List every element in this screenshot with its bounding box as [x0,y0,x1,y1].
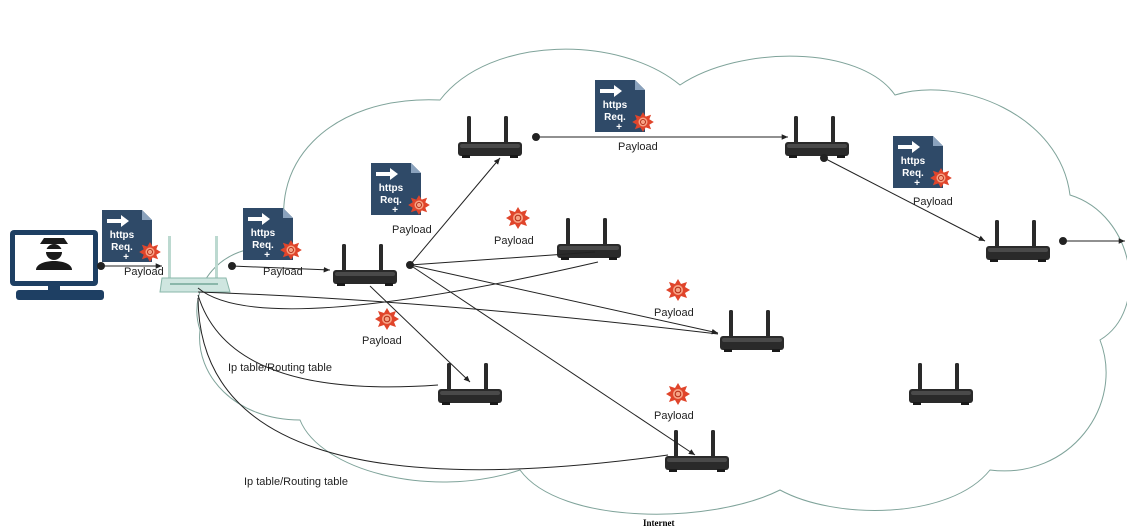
gateway-modem-icon [159,236,231,293]
router-d-icon [785,116,849,158]
attacker-computer-icon [10,230,104,300]
router-i-icon [909,363,973,405]
https-request-document-icon: https Req. + [371,163,431,216]
payload-label: Payload [392,224,432,236]
svg-text:Req.: Req. [604,112,626,123]
svg-text:https: https [110,230,135,241]
https-request-document-icon: https Req. + [243,208,303,261]
payload-label: Payload [494,235,534,247]
router-g-icon [438,363,502,405]
payload-burst-icon [505,206,531,230]
svg-text:https: https [901,156,926,167]
svg-text:+: + [264,250,270,261]
router-a-icon [333,244,397,286]
svg-text:+: + [616,122,622,133]
svg-text:+: + [392,205,398,216]
svg-text:Req.: Req. [111,242,133,253]
router-e-icon [986,220,1050,262]
https-request-document-icon: https Req. + [893,136,953,189]
payload-label: Payload [618,141,658,153]
payload-burst-icon [374,307,400,331]
svg-text:https: https [603,100,628,111]
svg-text:Req.: Req. [252,240,274,251]
https-request-document-icon: https Req. + [102,210,162,263]
internet-cloud [196,48,1127,515]
payload-burst-icon [665,382,691,406]
payload-label: Payload [654,307,694,319]
svg-text:Req.: Req. [902,168,924,179]
payload-label: Payload [263,266,303,278]
svg-text:https: https [379,183,404,194]
svg-text:+: + [914,178,920,189]
router-f-icon [720,310,784,352]
routing-table-label: Ip table/Routing table [244,476,348,488]
router-h-icon [665,430,729,472]
payload-label: Payload [913,196,953,208]
svg-text:+: + [123,252,129,263]
svg-text:Req.: Req. [380,195,402,206]
https-request-document-icon: https Req. + [595,80,655,133]
payload-label: Payload [124,266,164,278]
payload-label: Payload [654,410,694,422]
payload-label: Payload [362,335,402,347]
svg-text:https: https [251,228,276,239]
internet-label: Internet [643,518,675,528]
payload-burst-icon [665,278,691,302]
routing-table-label: Ip table/Routing table [228,362,332,374]
connections [97,133,1125,471]
router-b-icon [458,116,522,158]
